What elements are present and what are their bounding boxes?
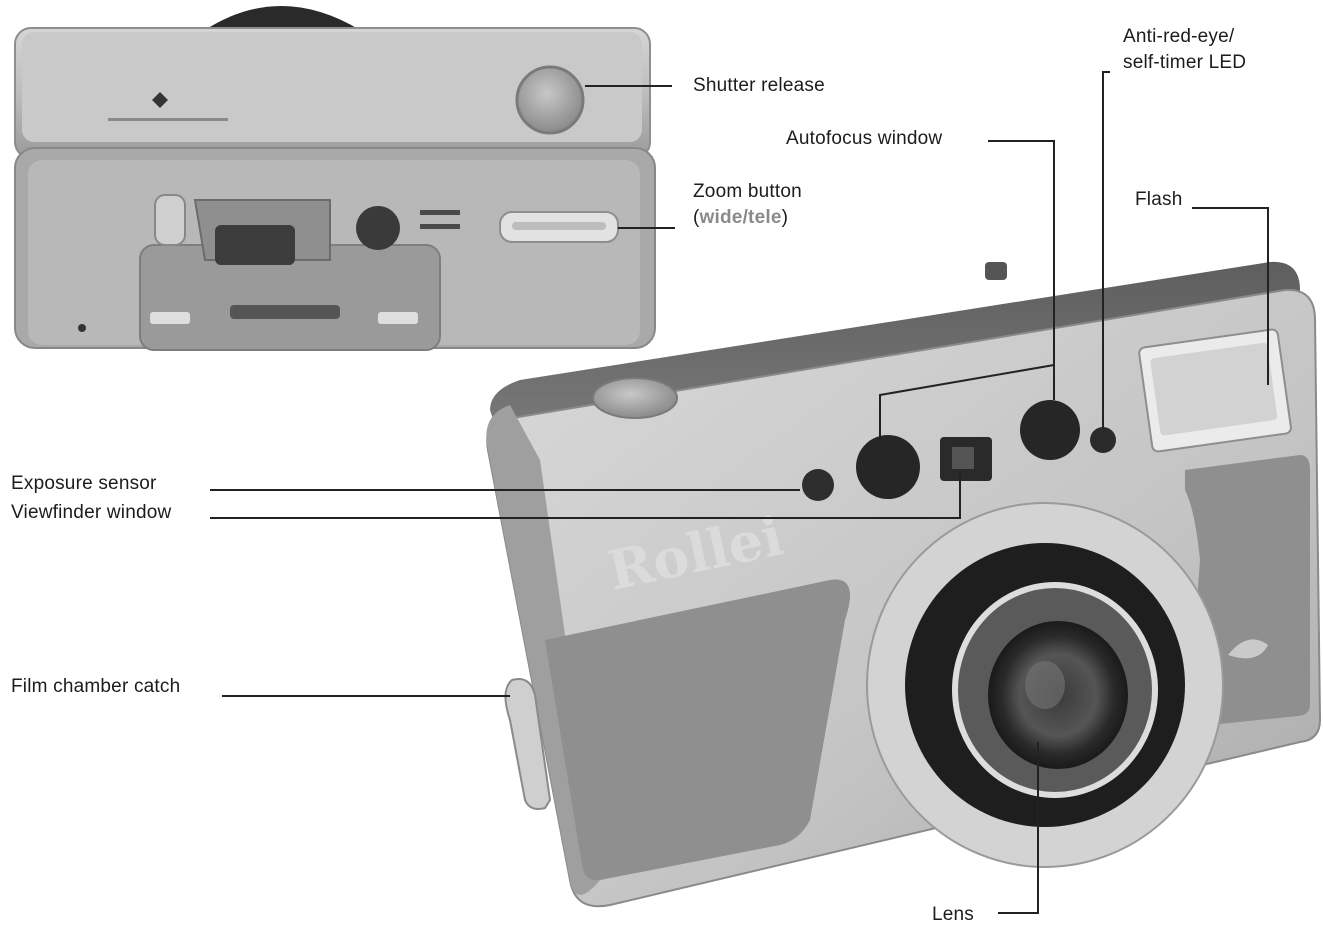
front-left-grip (545, 579, 850, 881)
zoom-paren-close: ) (781, 207, 789, 228)
top-indicator-lines (420, 210, 460, 215)
label-zoom-button-title: Zoom button (693, 181, 802, 202)
front-shutter-button (592, 377, 678, 419)
label-flash: Flash (1135, 189, 1183, 210)
zoom-paren-open: ( (693, 207, 700, 228)
label-zoom-button: Zoom button (wide/tele) (693, 179, 802, 231)
film-chamber-catch-shape (504, 678, 552, 810)
exposure-sensor-window (802, 469, 834, 501)
leader-lens (998, 742, 1039, 914)
viewfinder-window-inner (952, 447, 974, 469)
top-strap-lug (154, 194, 186, 246)
front-top-knob (985, 262, 1007, 280)
leader-autofocus-window (988, 140, 1055, 400)
label-shutter-release: Shutter release (693, 75, 825, 96)
label-lens: Lens (932, 904, 975, 925)
zoom-button-groove (512, 222, 606, 230)
red-eye-led-shape (1090, 427, 1116, 453)
shutter-release-button (515, 65, 585, 135)
leader-viewfinder-window (210, 470, 961, 519)
label-viewfinder-window: Viewfinder window (11, 502, 172, 523)
leader-lines (210, 71, 1269, 914)
top-lens-bump (205, 6, 360, 30)
label-zoom-button-modes: (wide/tele) (693, 205, 802, 231)
label-autofocus-window: Autofocus window (786, 128, 943, 149)
zoom-tele-text: tele (748, 207, 782, 228)
top-view-camera (14, 6, 656, 351)
leader-flash (1192, 207, 1269, 385)
top-panel-tab-right (378, 312, 418, 324)
label-anti-red-eye-line1: Anti-red-eye/ (1123, 26, 1235, 47)
top-panel-tab-left (150, 312, 190, 324)
top-dial (356, 206, 400, 250)
top-logo (108, 92, 228, 121)
zoom-wide-text: wide (699, 207, 743, 228)
left-af-window (856, 435, 920, 499)
leader-upper-af-window (879, 364, 1055, 445)
front-model-mark (1228, 639, 1268, 659)
leader-anti-red-eye (1102, 71, 1110, 428)
zoom-slash-text: / (742, 207, 749, 228)
label-exposure-sensor: Exposure sensor (11, 473, 157, 494)
front-lens-highlight (1025, 661, 1065, 709)
flash-lens (1150, 342, 1278, 436)
label-anti-red-eye: Anti-red-eye/ self-timer LED (1123, 24, 1246, 76)
top-indicator-lines-2 (420, 224, 460, 229)
top-viewfinder-eyepiece (215, 225, 295, 265)
label-film-chamber-catch: Film chamber catch (11, 676, 181, 697)
autofocus-window-shape (1020, 400, 1080, 460)
front-view-camera: Rollei (486, 261, 1322, 908)
top-panel-slot (230, 305, 340, 319)
top-small-hole (78, 324, 86, 332)
label-anti-red-eye-line2: self-timer LED (1123, 52, 1247, 73)
top-plate-upper (22, 32, 642, 142)
